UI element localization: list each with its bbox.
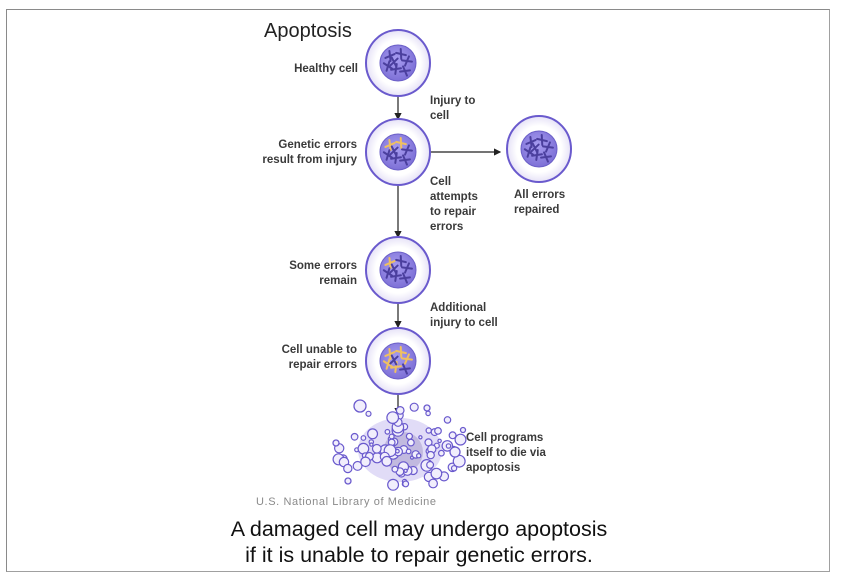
apoptotic-bleb xyxy=(430,467,443,480)
chromosome xyxy=(395,48,407,60)
damaged-chromosome xyxy=(382,358,394,370)
label-healthy-cell: Healthy cell xyxy=(294,63,358,75)
label-all-errors-repaired: All errors repaired xyxy=(514,189,566,216)
apoptotic-bleb xyxy=(353,399,367,413)
nucleus xyxy=(520,130,558,168)
apoptotic-bleb xyxy=(426,460,435,469)
apoptotic-bleb xyxy=(402,480,410,488)
apoptotic-bleb xyxy=(344,477,352,485)
apoptotic-bleb xyxy=(454,433,467,446)
nucleus xyxy=(379,251,417,289)
cell-unable-repair xyxy=(365,327,431,395)
label-additional-injury: Additional injury to cell xyxy=(430,302,498,329)
cell-genetic-errors xyxy=(365,118,431,186)
apoptotic-bleb xyxy=(388,433,395,440)
apoptotic-bleb xyxy=(395,406,405,415)
nucleus xyxy=(379,44,417,82)
damaged-chromosome xyxy=(395,346,407,358)
apoptotic-bleb xyxy=(391,465,399,473)
apoptotic-bleb xyxy=(387,478,400,491)
apoptotic-bleb xyxy=(445,443,452,449)
apoptotic-bleb xyxy=(352,460,363,471)
chromosome xyxy=(399,154,411,166)
chromosome xyxy=(382,149,394,161)
chromosome xyxy=(399,65,411,77)
apoptotic-bleb xyxy=(428,478,439,489)
apoptotic-bleb xyxy=(381,455,393,467)
label-injury-to-cell: Injury to cell xyxy=(430,95,476,122)
damaged-chromosome xyxy=(384,257,396,269)
apoptotic-bleb xyxy=(459,426,467,434)
apoptotic-bleb xyxy=(423,404,431,412)
apoptotic-bleb xyxy=(434,427,442,435)
chromosome xyxy=(382,60,394,72)
chromosome xyxy=(382,267,394,279)
chromosome xyxy=(540,151,552,163)
damaged-chromosome xyxy=(401,353,413,365)
apoptotic-bleb xyxy=(386,411,400,425)
apoptotic-bleb xyxy=(395,448,400,454)
apoptotic-bleb xyxy=(367,428,379,440)
nucleus xyxy=(379,342,417,380)
apoptotic-bleb xyxy=(360,456,371,468)
label-cell-attempts-repair: Cell attempts to repair errors xyxy=(430,176,478,233)
apoptotic-bleb xyxy=(409,402,419,412)
label-unable-to-repair: Cell unable to repair errors xyxy=(281,344,357,371)
apoptotic-bleb xyxy=(343,463,353,474)
chromosome xyxy=(542,141,554,153)
cell-all-repaired xyxy=(506,115,572,183)
chromosome xyxy=(401,262,413,274)
chromosome xyxy=(525,136,537,148)
chromosome xyxy=(399,363,411,375)
label-genetic-errors: Genetic errors result from injury xyxy=(262,139,357,166)
damaged-chromosome xyxy=(395,137,407,149)
chromosome xyxy=(389,56,399,68)
apoptotic-bleb xyxy=(448,431,457,440)
apoptotic-bleb xyxy=(405,448,412,455)
apoptotic-bleb xyxy=(449,446,461,458)
chromosome xyxy=(523,146,535,158)
apoptotic-bleb xyxy=(426,450,435,460)
chromosome xyxy=(530,142,540,154)
chromosome xyxy=(395,255,407,267)
apoptotic-bleb xyxy=(332,439,340,447)
apoptotic-bleb xyxy=(405,432,413,440)
chromosome xyxy=(389,145,399,157)
apoptotic-bleb xyxy=(416,453,422,459)
apoptotic-bleb xyxy=(425,427,432,434)
label-apoptosis: Cell programs itself to die via apoptosi… xyxy=(466,432,546,474)
cell-healthy xyxy=(365,29,431,97)
apoptotic-bleb xyxy=(450,465,458,472)
apoptotic-bleb xyxy=(407,438,415,447)
chromosome xyxy=(384,50,396,62)
apoptotic-bleb xyxy=(437,438,442,444)
apoptotic-bleb xyxy=(443,416,452,424)
apoptotic-bleb xyxy=(350,432,359,441)
chromosome xyxy=(399,272,411,284)
damaged-chromosome xyxy=(384,348,396,360)
chromosome xyxy=(536,134,548,146)
cell-some-errors xyxy=(365,236,431,304)
apoptotic-bleb xyxy=(438,449,445,457)
apoptotic-bleb xyxy=(425,410,431,417)
apoptotic-bleb xyxy=(403,468,408,473)
slide-caption: A damaged cell may undergo apoptosis if … xyxy=(230,517,608,567)
image-credit: U.S. National Library of Medicine xyxy=(256,496,437,508)
apoptotic-bleb xyxy=(418,435,423,440)
apoptotic-bleb xyxy=(357,442,370,455)
apoptotic-bleb xyxy=(369,442,374,447)
diagram-title: Apoptosis xyxy=(264,20,352,42)
chromosome xyxy=(389,354,399,366)
nucleus xyxy=(379,133,417,171)
apoptotic-bleb xyxy=(384,428,391,435)
apoptotic-cell xyxy=(332,399,467,491)
damaged-chromosome xyxy=(384,139,396,151)
apoptotic-bleb xyxy=(365,410,372,417)
apoptotic-bleb xyxy=(371,443,382,454)
chromosome xyxy=(401,144,413,156)
label-some-errors-remain: Some errors remain xyxy=(289,260,357,287)
chromosome xyxy=(401,55,413,67)
apoptotic-bleb xyxy=(360,435,367,441)
chromosome xyxy=(389,263,399,275)
